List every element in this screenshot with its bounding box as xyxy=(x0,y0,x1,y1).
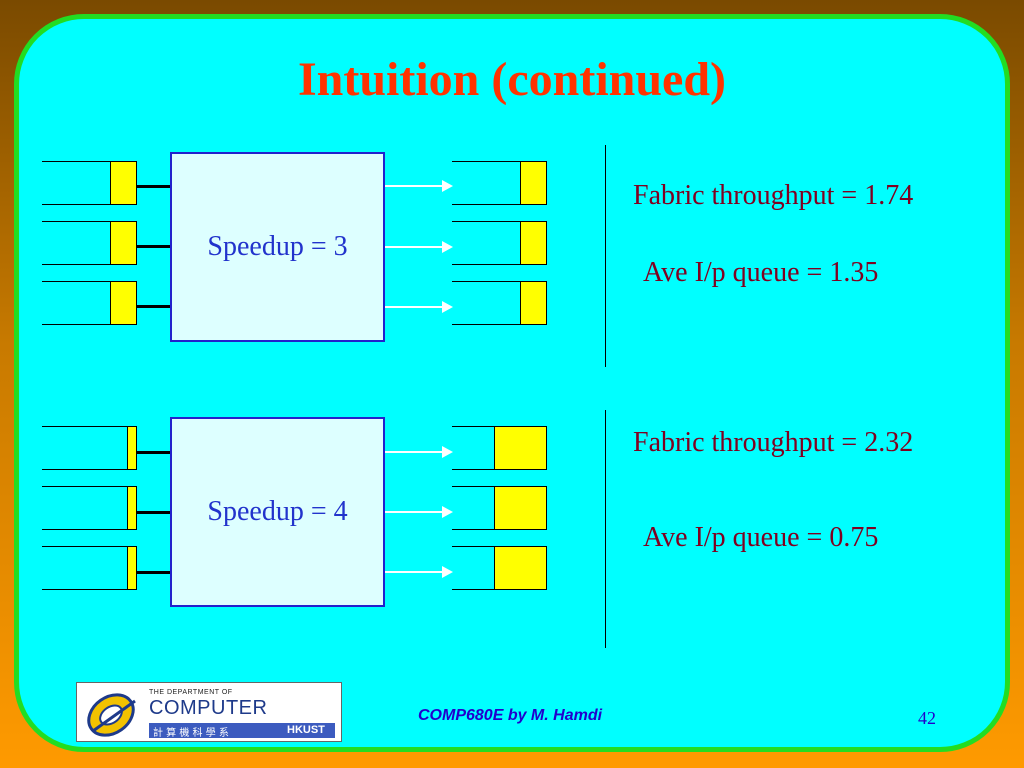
input-connector xyxy=(137,245,171,248)
queue-line xyxy=(452,529,494,530)
input-queue-occupancy xyxy=(110,221,137,265)
hkust-logo-icon: THE DEPARTMENT OF COMPUTER SCIENCE 計 算 機… xyxy=(76,682,342,742)
queue-line xyxy=(452,589,494,590)
logo-chinese: 計 算 機 科 學 系 xyxy=(153,728,229,739)
output-queue-occupancy xyxy=(520,161,547,205)
slide-background xyxy=(14,14,1010,752)
slide-title: Intuition (continued) xyxy=(297,53,727,106)
output-queue-occupancy xyxy=(520,221,547,265)
queue-line xyxy=(452,546,494,547)
separator-line xyxy=(605,410,606,648)
switch-fabric-box: Speedup = 3 xyxy=(170,152,385,342)
speedup-label: Speedup = 3 xyxy=(207,231,348,262)
logo-hkust: HKUST xyxy=(287,724,325,736)
input-connector xyxy=(137,185,171,188)
output-queue-occupancy xyxy=(494,486,547,530)
queue-line xyxy=(452,264,520,265)
switch-fabric-box: Speedup = 4 xyxy=(170,417,385,607)
arrow-right-icon xyxy=(385,566,453,578)
page-number: 42 xyxy=(918,708,936,728)
queue-line xyxy=(42,221,110,222)
queue-line xyxy=(452,204,520,205)
output-queue-occupancy xyxy=(520,281,547,325)
output-queue-occupancy xyxy=(494,546,547,590)
arrow-right-icon xyxy=(385,301,453,313)
queue-line xyxy=(452,281,520,282)
queue-line xyxy=(452,324,520,325)
separator-line xyxy=(605,145,606,367)
speedup-label: Speedup = 4 xyxy=(207,496,348,527)
input-connector xyxy=(137,305,171,308)
input-queue-occupancy xyxy=(127,426,137,470)
output-queue-occupancy xyxy=(494,426,547,470)
input-connector xyxy=(137,451,171,454)
logo-bar xyxy=(149,723,335,738)
logo-mark-icon xyxy=(87,693,136,737)
queue-line xyxy=(42,161,110,162)
arrow-right-icon xyxy=(385,446,453,458)
ave-queue-text: Ave I/p queue = 0.75 xyxy=(643,522,879,553)
queue-line xyxy=(452,221,520,222)
queue-line xyxy=(452,469,494,470)
input-queue-occupancy xyxy=(110,161,137,205)
queue-line xyxy=(452,161,520,162)
arrow-right-icon xyxy=(385,506,453,518)
input-queue-occupancy xyxy=(110,281,137,325)
input-connector xyxy=(137,571,171,574)
queue-line xyxy=(452,426,494,427)
queue-line xyxy=(42,281,110,282)
input-queue-occupancy xyxy=(127,546,137,590)
arrow-right-icon xyxy=(385,180,453,192)
queue-line xyxy=(42,204,110,205)
input-connector xyxy=(137,511,171,514)
arrow-right-icon xyxy=(385,241,453,253)
logo-department-line: THE DEPARTMENT OF xyxy=(149,689,233,696)
ave-queue-text: Ave I/p queue = 1.35 xyxy=(643,257,879,288)
input-queue-occupancy xyxy=(127,486,137,530)
queue-line xyxy=(42,426,127,427)
queue-line xyxy=(42,546,127,547)
queue-line xyxy=(42,589,127,590)
fabric-throughput-text: Fabric throughput = 2.32 xyxy=(633,427,914,458)
queue-line xyxy=(42,264,110,265)
queue-line xyxy=(42,486,127,487)
queue-line xyxy=(42,529,127,530)
queue-line xyxy=(42,469,127,470)
queue-line xyxy=(452,486,494,487)
footer-text: COMP680E by M. Hamdi xyxy=(418,707,603,724)
queue-line xyxy=(42,324,110,325)
fabric-throughput-text: Fabric throughput = 1.74 xyxy=(633,180,914,211)
